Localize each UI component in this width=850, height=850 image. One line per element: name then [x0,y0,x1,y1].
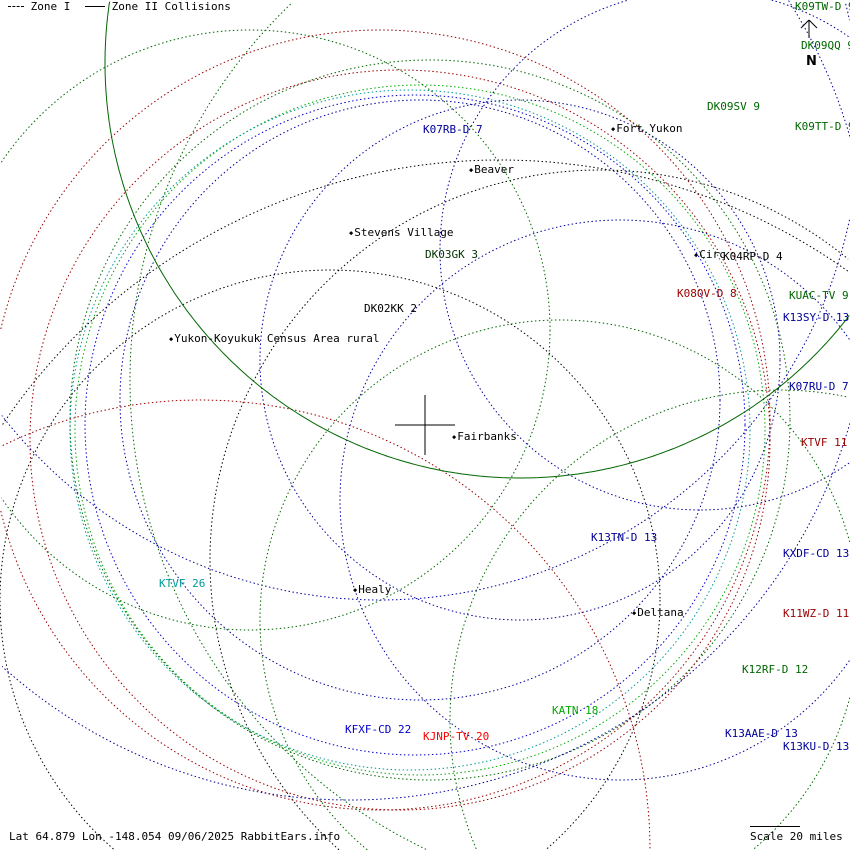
station-label[interactable]: K13AAE-D 13 [725,727,798,740]
contour-circle [1,0,850,801]
zone2-collision-arc [104,1,850,479]
station-label[interactable]: K08OV-D 8 [677,287,737,300]
station-label[interactable]: K09TW-D 9 [795,0,850,13]
contour-circle [74,84,766,776]
contour-circle [259,99,781,621]
station-label[interactable]: KFXF-CD 22 [345,723,412,736]
contour-circle [209,169,849,850]
city-label: Yukon-Koyukuk Census Area rural [169,333,379,345]
legend-zone2-swatch [85,6,105,7]
legend: Zone I Zone II Collisions [8,1,231,13]
north-arrow-icon [800,19,810,29]
contour-circle [339,219,850,781]
station-label[interactable]: KUAC-TV 9 [789,289,849,302]
north-arrow-icon [808,19,818,29]
contour-circle [0,29,771,811]
station-label[interactable]: KTVF 26 [159,577,206,590]
city-label: Healy [353,584,391,596]
station-label[interactable]: K11WZ-D 11 [783,607,850,620]
contour-circle [119,99,721,701]
footer-info: Lat 64.879 Lon -148.054 09/06/2025 Rabbi… [9,830,341,843]
station-label[interactable]: K13SY-D 13 [783,311,850,324]
legend-zone1-swatch [8,6,24,7]
city-label: Fairbanks [452,431,517,443]
station-label[interactable]: KATN 18 [552,704,599,717]
station-label[interactable]: KXDF-CD 13 [783,547,850,560]
station-label[interactable]: K13TN-D 13 [591,531,658,544]
contour-circle [0,269,661,850]
contour-circle [439,0,850,511]
station-label[interactable]: K13KU-D 13 [783,740,850,753]
station-label[interactable]: K04RP-D 4 [723,250,783,263]
contour-circle [69,59,791,781]
station-label[interactable]: K12RF-D 12 [742,663,809,676]
station-label[interactable]: DK03GK 3 [425,248,478,261]
station-label[interactable]: DK09SV 9 [707,100,760,113]
contour-circle [29,69,771,811]
contour-circle [259,319,850,850]
north-label: N [806,54,817,69]
contour-circle [84,94,746,756]
scale-label: Scale 20 miles [750,830,843,843]
contour-circle [2,399,651,850]
station-label[interactable]: K07RU-D 7 [789,380,849,393]
legend-zone2: Zone II Collisions [111,0,231,13]
city-label: Fort Yukon [611,123,682,135]
station-label[interactable]: DK02KK 2 [364,302,417,315]
station-label[interactable]: KTVF 11 [801,436,848,449]
station-label[interactable]: DK09QQ 9 [801,39,850,52]
station-label[interactable]: KJNP-TV 20 [423,730,490,743]
city-label: Stevens Village [349,227,453,239]
scale-bar [750,826,800,827]
contour-circle [1,3,850,601]
station-label[interactable]: K09TT-D 9 [795,120,850,133]
contour-circle [69,89,751,771]
city-label: Deltana [632,607,683,619]
station-label[interactable]: K07RB-D 7 [423,123,483,136]
legend-zone1: Zone I [30,0,71,13]
city-label: Circ [694,249,726,261]
contour-circle [0,29,551,631]
city-label: Beaver [469,164,514,176]
